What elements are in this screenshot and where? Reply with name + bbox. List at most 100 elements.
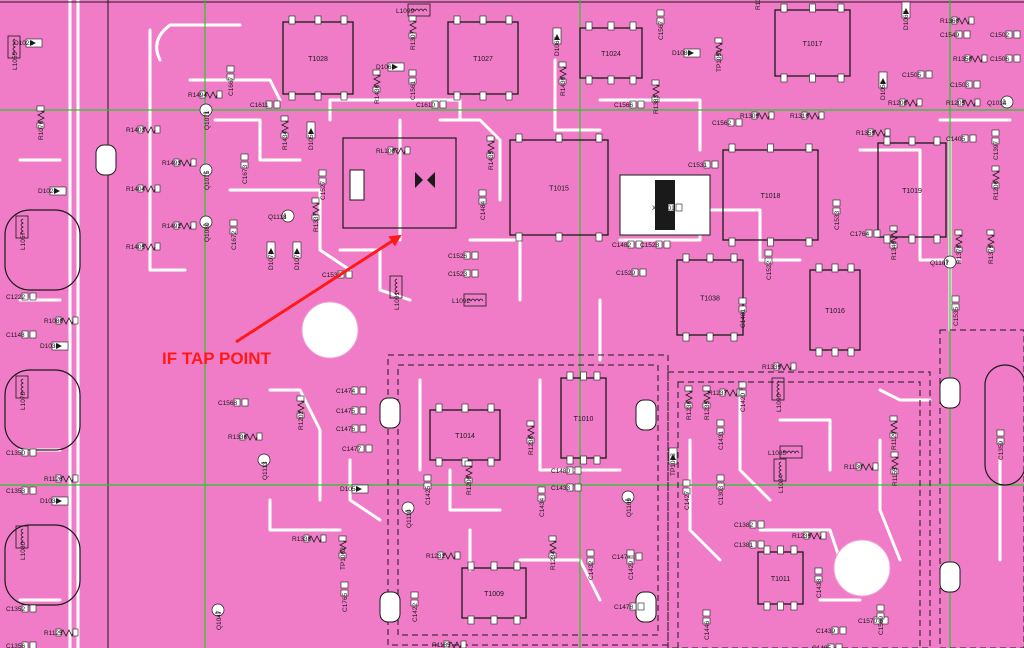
component-label: L1057: [20, 232, 27, 250]
component-label: TP1063: [670, 453, 677, 476]
component-c1522: C1522: [764, 249, 773, 280]
transformer-t1009: T1009: [461, 561, 527, 625]
relay-rl1007: [342, 137, 711, 236]
component-q1071: Q1071: [199, 103, 213, 130]
component-q1109: Q1109: [621, 490, 635, 517]
component-label: D1034: [40, 498, 60, 505]
component-c1764: C1764: [850, 229, 881, 238]
component-label: Q1110: [406, 509, 413, 528]
component-c1482: C1482: [612, 240, 643, 249]
component-c1353: C1353: [6, 486, 37, 495]
component-c1356: C1356: [6, 641, 37, 648]
component-label: C1148: [6, 332, 25, 339]
component-label: D1080: [672, 50, 692, 57]
component-label: XF1001: [652, 205, 675, 212]
component-label: Q1113: [262, 461, 269, 480]
component-label: D1024: [38, 188, 58, 195]
component-label: R1405: [126, 244, 146, 251]
component-c1381: C1381: [734, 540, 765, 549]
component-label: C1429: [628, 560, 635, 580]
component-label: C1535: [953, 306, 960, 326]
component-q1034: Q1034: [987, 95, 1014, 109]
component-c1481: C1481: [738, 297, 747, 328]
component-r1383: R1383: [651, 79, 661, 114]
component-label: R1340: [891, 240, 898, 260]
component-r1336: R1336: [228, 432, 263, 442]
component-label: R1202: [298, 410, 305, 430]
component-c1425: C1425: [423, 474, 432, 505]
component-r1492: R1492: [162, 221, 197, 231]
component-r1202: R1202: [296, 395, 306, 430]
component-q1047: Q1047: [211, 603, 225, 630]
component-d1033: D1033: [40, 341, 69, 351]
component-label: C1356: [6, 643, 26, 648]
component-label: R1185: [432, 642, 451, 648]
component-c1505: C1505: [902, 70, 933, 79]
component-label: R1337: [313, 212, 320, 232]
component-c1672: C1672: [229, 219, 238, 250]
component-label: C1420: [740, 392, 747, 412]
component-label: L1092: [452, 298, 470, 305]
component-r1404: R1404: [126, 184, 161, 194]
component-label: R1336: [228, 434, 248, 441]
component-label: C1359: [998, 440, 1005, 460]
component-label: Q1107: [930, 260, 949, 267]
component-d1067: D1067: [901, 1, 911, 30]
annotation-label: IF TAP POINT: [162, 349, 272, 368]
component-label: R1080: [44, 318, 64, 325]
component-r1185: R1185: [432, 640, 467, 648]
component-r1430: R1430: [558, 61, 568, 96]
component-label: C1566: [614, 102, 634, 109]
component-r1378: R1378: [954, 229, 964, 264]
component-label: R1155: [892, 467, 899, 486]
component-c1431: C1431: [716, 419, 725, 450]
component-c1611: C1611: [250, 100, 281, 109]
component-l1078: L1078: [15, 375, 29, 410]
component-l1055: L1055: [7, 35, 21, 70]
component-label: C1765: [342, 592, 349, 612]
component-label: C1446: [704, 620, 711, 640]
component-label: Q1034: [987, 100, 1007, 107]
component-r1080: R1080: [44, 316, 79, 326]
component-d1068: D1068: [376, 62, 405, 72]
component-c1382: C1382: [734, 520, 765, 529]
component-r1435: R1435: [486, 135, 496, 170]
component-label: C1505: [902, 72, 922, 79]
component-label: R1208: [888, 100, 908, 107]
component-label: R1235: [704, 400, 711, 420]
component-label: R1239: [792, 533, 812, 540]
component-c1567: C1567: [656, 9, 665, 40]
component-l1091: L1091: [389, 275, 403, 310]
component-label: R1126: [44, 476, 63, 483]
component-label: TP1062: [340, 547, 347, 570]
component-c1561: C1561: [408, 69, 417, 100]
component-label: C1480: [551, 468, 571, 475]
component-label: R1205: [946, 100, 966, 107]
component-c1484: C1484: [478, 189, 487, 220]
transformer-t1024: T1024: [579, 21, 643, 85]
component-label: R1309: [740, 113, 760, 120]
transformer-t1028: T1028: [282, 15, 354, 101]
component-q1113: Q1113: [257, 453, 271, 480]
component-label: C1303: [718, 485, 725, 505]
component-label: C1569: [878, 615, 885, 635]
transformer-label: T1024: [601, 51, 621, 58]
component-l1090: L1090: [771, 377, 785, 412]
component-r1350: R1350: [953, 54, 988, 64]
component-label: C1427: [684, 490, 691, 510]
component-label: R1311: [755, 0, 762, 10]
component-r1307: R1307: [408, 15, 418, 50]
component-r1339: R1339: [762, 362, 797, 372]
component-q1075: Q1075: [199, 163, 213, 190]
component-c1303: C1303: [716, 474, 725, 505]
component-l1099: L1099: [396, 3, 431, 17]
component-label: C1438: [816, 578, 823, 598]
component-r1234: R1234: [548, 535, 558, 570]
component-q1107: Q1107: [930, 255, 957, 269]
component-r1237: R1237: [708, 388, 743, 398]
component-label: Q1080: [204, 222, 211, 242]
component-d1022: D1022: [14, 38, 43, 48]
component-label: R1310: [790, 113, 810, 120]
component-r1208: R1208: [888, 98, 923, 108]
